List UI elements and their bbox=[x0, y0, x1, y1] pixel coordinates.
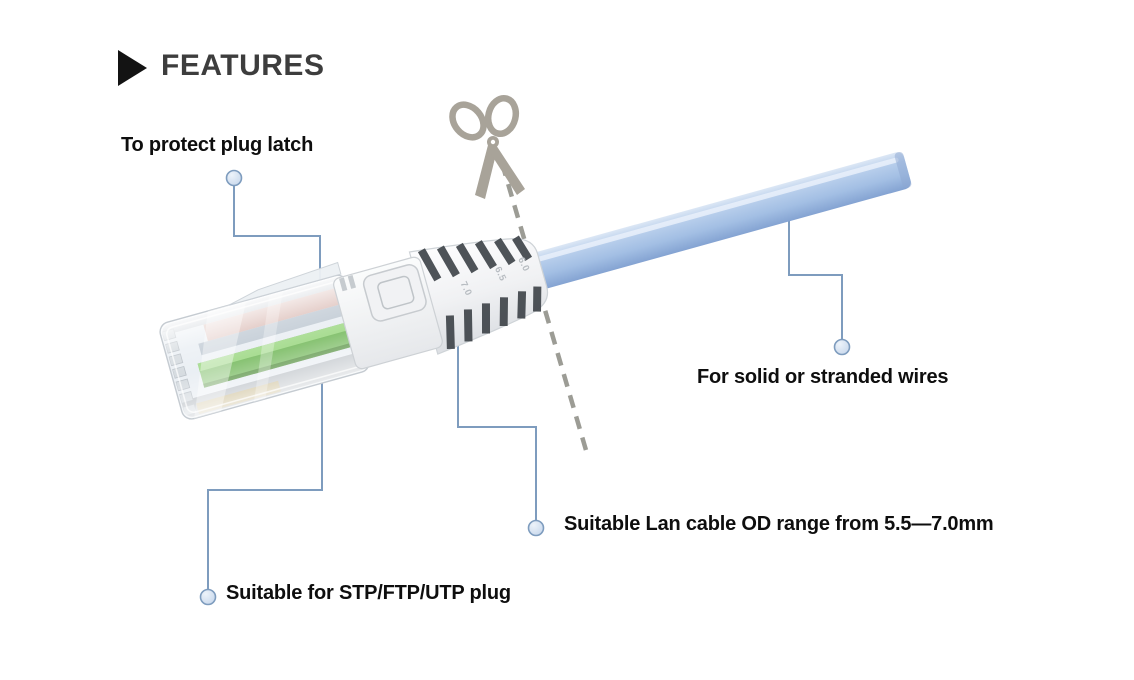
scissors-icon bbox=[449, 94, 525, 199]
boot-collar bbox=[333, 256, 443, 370]
leader-line-od-range bbox=[457, 334, 537, 520]
annotation-od-range: Suitable Lan cable OD range from 5.5—7.0… bbox=[564, 513, 994, 535]
leader-line-solid-stranded bbox=[788, 204, 843, 339]
lan-cable-connector: 7.0 6.5 6.0 bbox=[159, 151, 912, 420]
boot-rib-notches-bottom bbox=[445, 286, 542, 350]
dashed-cut-line bbox=[499, 162, 591, 458]
latch-protector-tab bbox=[362, 264, 427, 322]
plug-latch bbox=[228, 261, 342, 306]
leader-dot bbox=[527, 519, 545, 537]
title-bullet-triangle-icon bbox=[118, 50, 147, 86]
strain-relief-boot: 7.0 6.5 6.0 bbox=[408, 235, 549, 355]
cable bbox=[508, 151, 912, 296]
leader-line-protect-latch bbox=[233, 186, 321, 300]
leader-line-plug-compat bbox=[207, 372, 323, 589]
annotation-plug-compat: Suitable for STP/FTP/UTP plug bbox=[226, 582, 511, 604]
leader-dot bbox=[199, 588, 217, 606]
annotation-solid-stranded-wires: For solid or stranded wires bbox=[697, 366, 949, 388]
annotation-protect-latch: To protect plug latch bbox=[121, 134, 314, 156]
rj45-plug bbox=[159, 261, 370, 420]
boot-rib-notches-top bbox=[417, 235, 533, 282]
page-title: FEATURES bbox=[161, 49, 325, 82]
leader-lines bbox=[207, 186, 843, 589]
leader-dots bbox=[199, 169, 851, 606]
leader-dot bbox=[833, 338, 851, 356]
leader-dot bbox=[225, 169, 243, 187]
